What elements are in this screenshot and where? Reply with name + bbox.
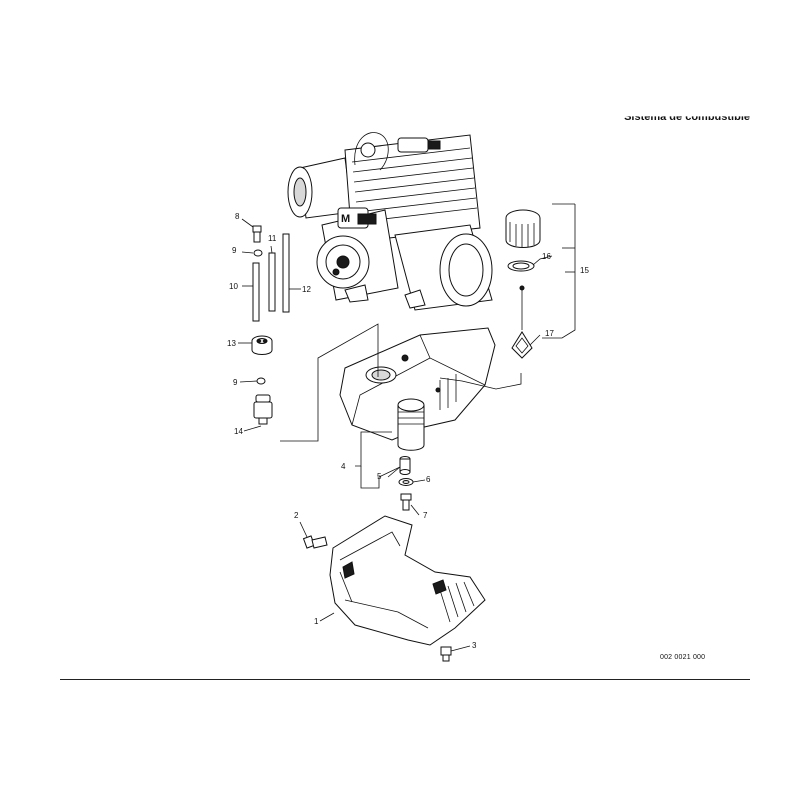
- callout-3: 3: [472, 641, 477, 650]
- callout-6: 6: [426, 475, 431, 484]
- bolt-part-7: [400, 493, 412, 511]
- callout-8: 8: [235, 212, 240, 221]
- grommet-part-13: [251, 335, 273, 355]
- callout-14: 14: [234, 427, 243, 436]
- callout-1: 1: [314, 617, 319, 626]
- drawing-number: 002 0021 000: [660, 654, 706, 661]
- leader-lines: [238, 203, 576, 652]
- diagram-title: Sistema de combustible: [624, 111, 750, 123]
- fuel-cap: [505, 209, 541, 248]
- callout-2: 2: [294, 511, 299, 520]
- callout-9-top: 9: [232, 246, 237, 255]
- protector-frame-part-1: [329, 515, 486, 646]
- callout-17: 17: [545, 329, 554, 338]
- callout-9-bottom: 9: [233, 378, 238, 387]
- svg-text:M: M: [341, 213, 350, 225]
- cap-gasket: [507, 260, 535, 272]
- tube-part-12: [282, 233, 290, 313]
- bolt-part-8: [252, 225, 262, 243]
- washer-part-9-bottom: [256, 377, 266, 385]
- fuel-tank: [339, 327, 496, 451]
- bolt-part-3: [440, 646, 452, 662]
- engine-assembly: M: [287, 132, 493, 311]
- callout-5: 5: [377, 472, 382, 481]
- bottom-rule: [60, 679, 750, 680]
- tube-part-11: [268, 252, 276, 312]
- washer-part-6: [398, 478, 414, 486]
- callout-11: 11: [268, 234, 277, 243]
- callout-4: 4: [341, 462, 346, 471]
- bolt-part-2: [302, 535, 328, 549]
- tube-part-10: [252, 262, 260, 322]
- callout-16: 16: [542, 252, 551, 261]
- callout-13: 13: [227, 339, 236, 348]
- callout-10: 10: [229, 282, 238, 291]
- callout-12: 12: [302, 285, 311, 294]
- fuel-strainer: [511, 285, 533, 359]
- fuel-filter-part-14: [253, 394, 273, 425]
- callout-numbers: 1 2 3 4 5 6 7 8 9 9 10 11 12 13 14 15 16…: [227, 212, 589, 650]
- callout-7: 7: [423, 511, 428, 520]
- callout-15: 15: [580, 266, 589, 275]
- spacer-part-5: [399, 456, 411, 475]
- washer-part-9-top: [253, 249, 263, 257]
